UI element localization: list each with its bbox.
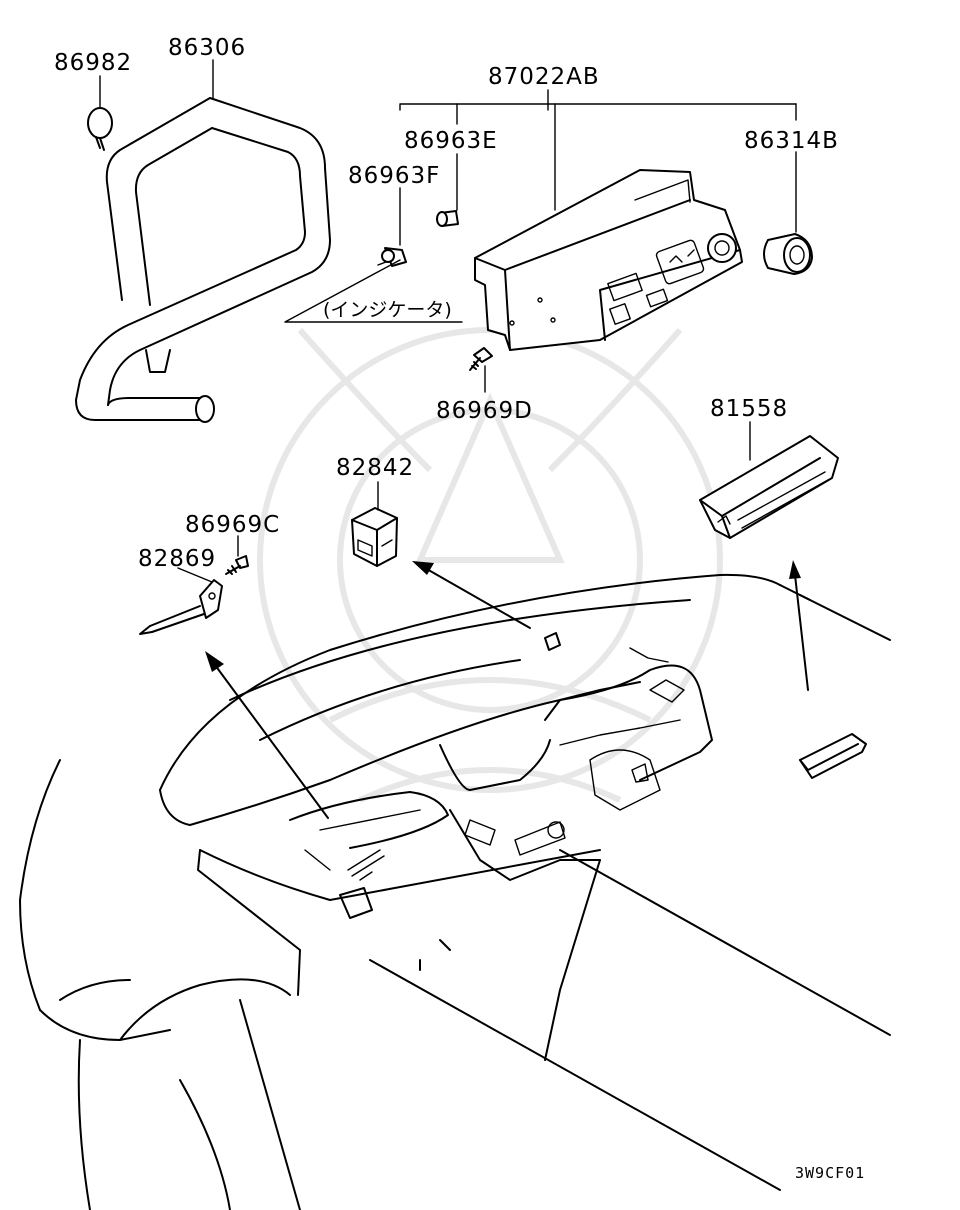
label-86969C[interactable]: 86969C xyxy=(185,512,280,538)
sensor-part xyxy=(139,579,223,635)
label-87022AB[interactable]: 87022AB xyxy=(488,64,600,90)
arrow-connector xyxy=(412,561,561,651)
label-86963E[interactable]: 86963E xyxy=(404,128,498,154)
screw-c-part xyxy=(225,555,249,575)
bulb-e-part xyxy=(436,210,459,227)
bulb-f-part xyxy=(377,247,407,267)
label-86314B[interactable]: 86314B xyxy=(744,128,839,154)
diagram-code: 3W9CF01 xyxy=(795,1164,865,1182)
screw-d-part xyxy=(469,347,493,371)
arrow-ash-tray xyxy=(789,560,809,691)
label-86306[interactable]: 86306 xyxy=(168,35,246,61)
ac-control-unit-part xyxy=(474,169,743,351)
hose-clip-part xyxy=(87,107,113,151)
connector-part xyxy=(351,507,398,567)
label-86969D[interactable]: 86969D xyxy=(436,398,533,424)
ash-tray-part xyxy=(699,435,839,539)
arrow-sensor xyxy=(205,651,329,819)
dashboard-illustration xyxy=(19,573,891,1210)
label-indicator: (インジケータ) xyxy=(323,299,452,321)
knob-part xyxy=(763,233,813,275)
lid-small-part xyxy=(799,733,867,779)
label-81558[interactable]: 81558 xyxy=(710,396,788,422)
label-86982[interactable]: 86982 xyxy=(54,50,132,76)
label-86963F[interactable]: 86963F xyxy=(348,163,440,189)
leader-lines xyxy=(99,59,797,583)
label-82869[interactable]: 82869 xyxy=(138,546,216,572)
duct-hose-part xyxy=(75,97,331,423)
label-82842[interactable]: 82842 xyxy=(336,455,414,481)
part-labels: 86982 86306 87022AB 86963E 86963F 86314B… xyxy=(54,35,865,1182)
